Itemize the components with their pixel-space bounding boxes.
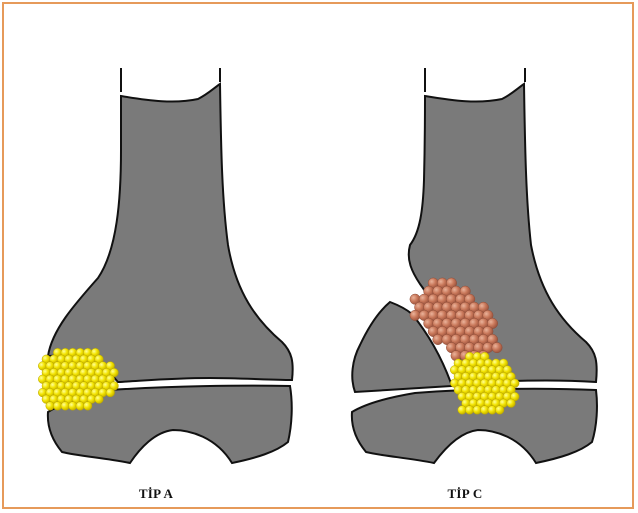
label-type-a: TİP A	[121, 486, 191, 502]
graft-bead-yellow	[465, 406, 474, 415]
label-type-c: TİP C	[430, 486, 500, 502]
graft-bead-yellow	[507, 399, 516, 408]
graft-bead-brown	[492, 342, 502, 352]
femur-upper-a	[48, 84, 293, 382]
graft-bead-yellow	[83, 402, 92, 411]
graft-bead-yellow	[95, 395, 104, 404]
bone-type-c	[352, 68, 597, 463]
graft-bead-yellow	[495, 406, 504, 415]
graft-bead-yellow	[106, 388, 115, 397]
graft-bead-brown	[410, 310, 420, 320]
bone-type-a	[38, 68, 292, 463]
graft-bead-brown	[433, 334, 443, 344]
graft-bead-yellow	[53, 402, 62, 411]
